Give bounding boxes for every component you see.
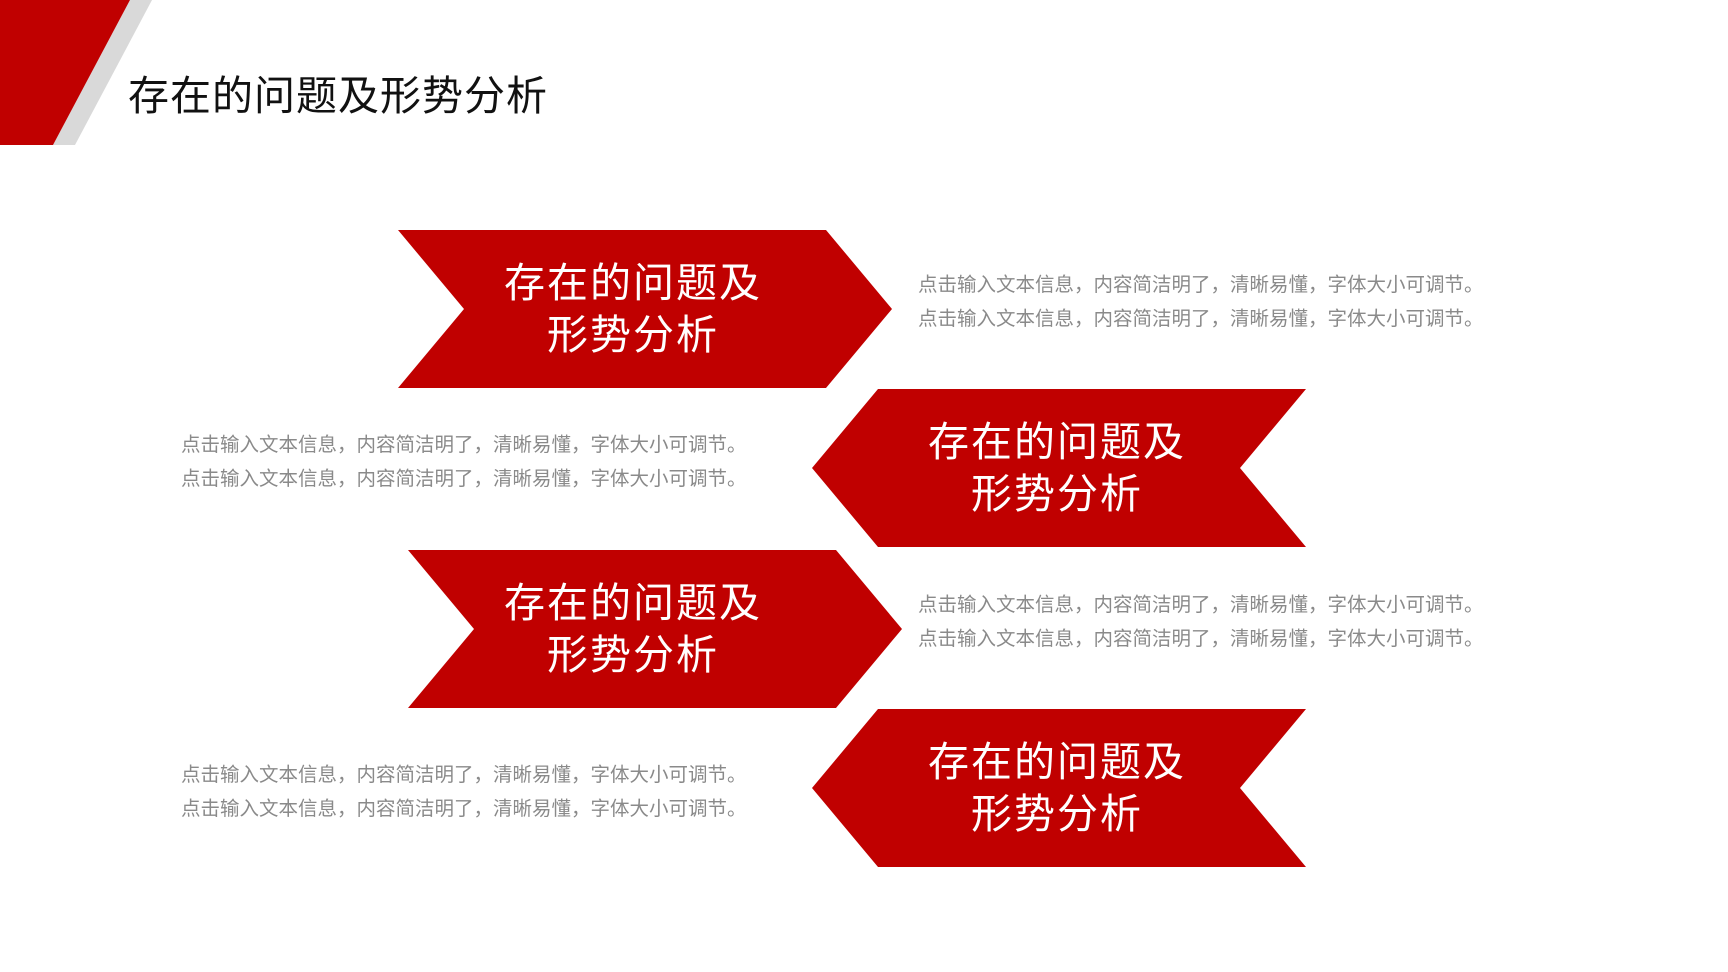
description-4: 点击输入文本信息，内容简洁明了，清晰易懂，字体大小可调节。 点击输入文本信息，内…: [181, 758, 831, 826]
arrow-banner-3: 存在的问题及 形势分析: [408, 550, 902, 708]
arrow-label: 存在的问题及 形势分析: [458, 550, 808, 708]
arrow-banner-4: 存在的问题及 形势分析: [812, 709, 1306, 867]
arrow-banner-2: 存在的问题及 形势分析: [812, 389, 1306, 547]
description-3: 点击输入文本信息，内容简洁明了，清晰易懂，字体大小可调节。 点击输入文本信息，内…: [918, 588, 1568, 656]
description-line2: 点击输入文本信息，内容简洁明了，清晰易懂，字体大小可调节。: [918, 307, 1484, 330]
arrow-shape-right: [398, 230, 892, 388]
corner-red-shape: [0, 0, 130, 145]
arrow-shape-right: [408, 550, 902, 708]
arrow-label: 存在的问题及 形势分析: [882, 709, 1232, 867]
description-1: 点击输入文本信息，内容简洁明了，清晰易懂，字体大小可调节。 点击输入文本信息，内…: [918, 268, 1568, 336]
arrow-banner-1: 存在的问题及 形势分析: [398, 230, 892, 388]
arrow-label: 存在的问题及 形势分析: [882, 389, 1232, 547]
page-title: 存在的问题及形势分析: [128, 72, 548, 120]
arrow-label-line1: 存在的问题及: [928, 418, 1186, 466]
description-line2: 点击输入文本信息，内容简洁明了，清晰易懂，字体大小可调节。: [181, 797, 747, 820]
arrow-label-line2: 形势分析: [547, 631, 719, 679]
arrow-label: 存在的问题及 形势分析: [458, 230, 808, 388]
description-line1: 点击输入文本信息，内容简洁明了，清晰易懂，字体大小可调节。: [918, 273, 1484, 296]
description-line1: 点击输入文本信息，内容简洁明了，清晰易懂，字体大小可调节。: [181, 763, 747, 786]
description-line2: 点击输入文本信息，内容简洁明了，清晰易懂，字体大小可调节。: [181, 467, 747, 490]
arrow-label-line2: 形势分析: [971, 470, 1143, 518]
arrow-shape-left: [812, 709, 1306, 867]
corner-gray-band: [53, 0, 152, 145]
description-2: 点击输入文本信息，内容简洁明了，清晰易懂，字体大小可调节。 点击输入文本信息，内…: [181, 428, 831, 496]
description-line1: 点击输入文本信息，内容简洁明了，清晰易懂，字体大小可调节。: [181, 433, 747, 456]
corner-decoration: [0, 0, 152, 145]
arrow-label-line1: 存在的问题及: [504, 579, 762, 627]
description-line2: 点击输入文本信息，内容简洁明了，清晰易懂，字体大小可调节。: [918, 627, 1484, 650]
arrow-shape-left: [812, 389, 1306, 547]
arrow-label-line2: 形势分析: [971, 790, 1143, 838]
arrow-label-line1: 存在的问题及: [504, 259, 762, 307]
arrow-label-line1: 存在的问题及: [928, 738, 1186, 786]
arrow-label-line2: 形势分析: [547, 311, 719, 359]
description-line1: 点击输入文本信息，内容简洁明了，清晰易懂，字体大小可调节。: [918, 593, 1484, 616]
